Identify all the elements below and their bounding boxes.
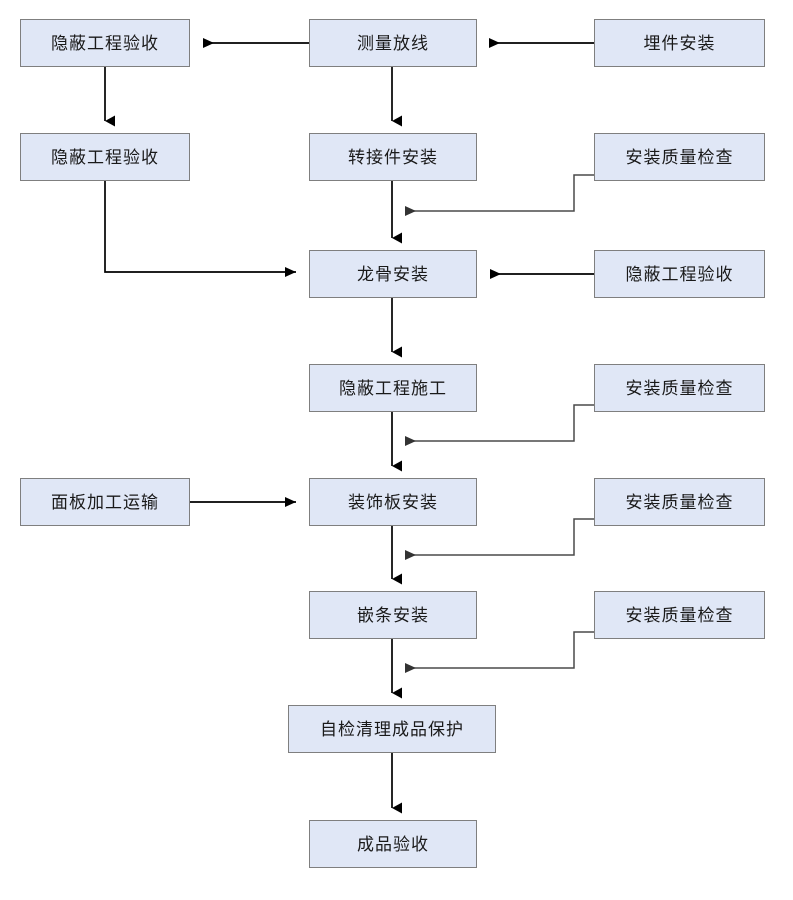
node-label: 隐蔽工程验收 (51, 33, 159, 53)
node-anzhuang-zhiliang-jiancha-1[interactable]: 安装质量检查 (594, 133, 765, 181)
node-mianban-jiagong-yunshu[interactable]: 面板加工运输 (20, 478, 190, 526)
node-label: 嵌条安装 (357, 605, 429, 625)
node-zhuangshiban-anzhuang[interactable]: 装饰板安装 (309, 478, 477, 526)
node-label: 隐蔽工程验收 (625, 264, 734, 284)
node-label: 装饰板安装 (348, 492, 438, 512)
node-label: 埋件安装 (643, 33, 716, 53)
node-yinbi-gongcheng-yanshou-3[interactable]: 隐蔽工程验收 (594, 250, 765, 298)
node-label: 安装质量检查 (625, 147, 734, 167)
node-label: 隐蔽工程施工 (339, 378, 447, 398)
node-zhuanjiejian-anzhuang[interactable]: 转接件安装 (309, 133, 477, 181)
node-chengpin-yanshou[interactable]: 成品验收 (309, 820, 477, 868)
node-anzhuang-zhiliang-jiancha-4[interactable]: 安装质量检查 (594, 591, 765, 639)
node-label: 成品验收 (357, 834, 429, 854)
node-celiang-fangxian[interactable]: 测量放线 (309, 19, 477, 67)
node-label: 测量放线 (357, 33, 429, 53)
node-yinbi-gongcheng-shigong[interactable]: 隐蔽工程施工 (309, 364, 477, 412)
node-label: 安装质量检查 (625, 378, 734, 398)
node-label: 转接件安装 (348, 147, 438, 167)
node-label: 安装质量检查 (625, 492, 734, 512)
node-label: 龙骨安装 (357, 264, 429, 284)
node-anzhuang-zhiliang-jiancha-3[interactable]: 安装质量检查 (594, 478, 765, 526)
edge-yinbi2-to-longgu (104, 181, 296, 277)
node-zijian-qingli-chengpin-baohu[interactable]: 自检清理成品保护 (288, 705, 496, 753)
node-anzhuang-zhiliang-jiancha-2[interactable]: 安装质量检查 (594, 364, 765, 412)
node-yinbi-gongcheng-yanshou-1[interactable]: 隐蔽工程验收 (20, 19, 190, 67)
node-maijian-anzhuang[interactable]: 埋件安装 (594, 19, 765, 67)
node-label: 安装质量检查 (625, 605, 734, 625)
node-qiantiao-anzhuang[interactable]: 嵌条安装 (309, 591, 477, 639)
node-longgu-anzhuang[interactable]: 龙骨安装 (309, 250, 477, 298)
node-label: 自检清理成品保护 (320, 719, 464, 739)
node-label: 隐蔽工程验收 (51, 147, 159, 167)
node-yinbi-gongcheng-yanshou-2[interactable]: 隐蔽工程验收 (20, 133, 190, 181)
node-label: 面板加工运输 (51, 492, 159, 512)
